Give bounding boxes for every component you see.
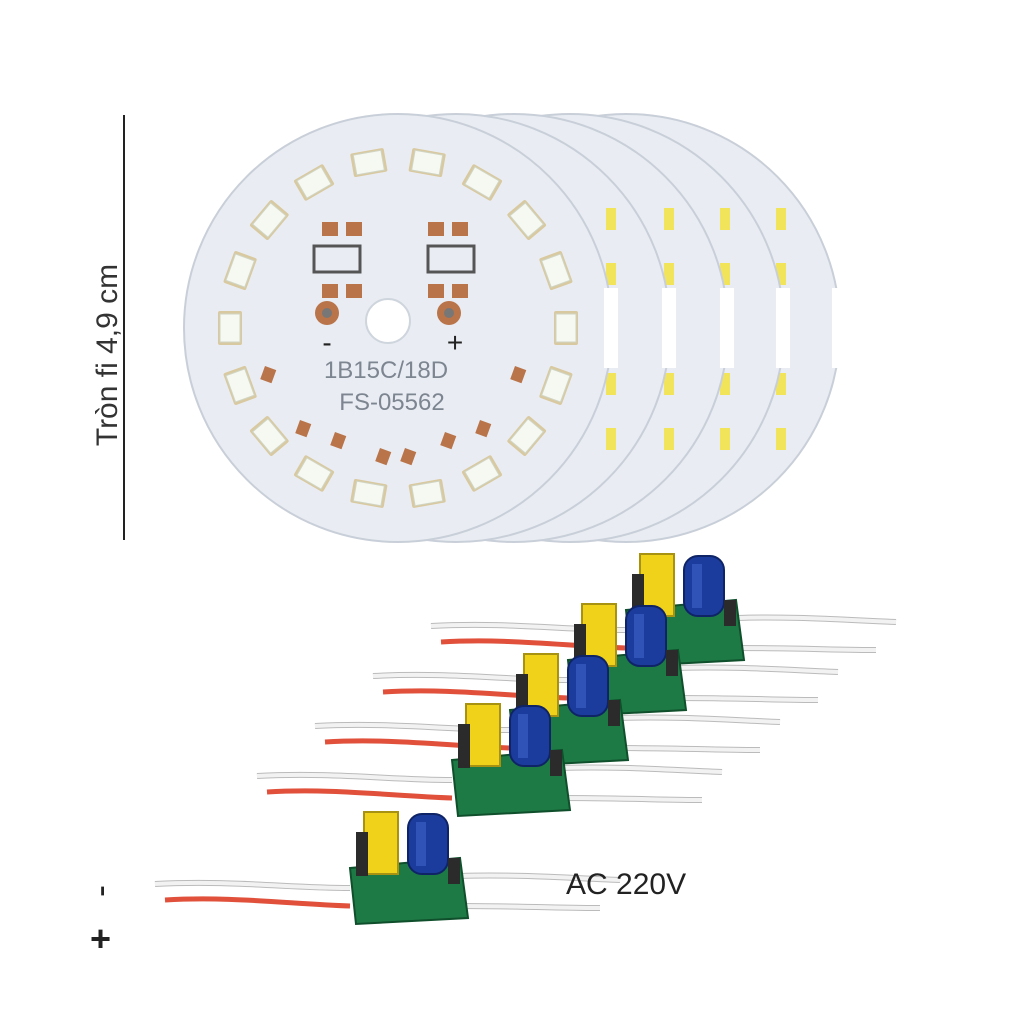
capacitor: [683, 555, 725, 617]
led-chip: [507, 416, 546, 456]
led-edge: [720, 428, 730, 450]
silkscreen-plus: +: [447, 327, 463, 358]
led-chip: [350, 148, 388, 178]
pad-outline: [312, 244, 362, 274]
copper-pad: [375, 448, 392, 466]
diameter-label: Tròn fi 4,9 cm: [91, 263, 124, 447]
led-board-front: 1B15C/18D FS-05562 - +: [183, 113, 618, 543]
led-edge: [720, 263, 730, 285]
capacitor: [407, 813, 449, 875]
copper-pad: [330, 432, 347, 450]
transformer: [465, 703, 501, 767]
copper-pad: [322, 222, 338, 236]
board-notch: [776, 288, 790, 368]
board-notch: [604, 288, 618, 368]
led-chip: [294, 164, 334, 201]
copper-pad: [428, 222, 444, 236]
led-chip: [554, 311, 578, 345]
copper-pad: [452, 284, 468, 298]
led-edge: [776, 373, 786, 395]
negative-polarity-label: -: [79, 885, 120, 897]
led-chip: [250, 200, 289, 240]
diode: [666, 650, 678, 676]
copper-pad: [440, 432, 457, 450]
led-chip: [294, 455, 334, 492]
led-chip: [539, 365, 573, 405]
led-chip: [223, 365, 257, 405]
wire-red-input: [164, 896, 351, 909]
copper-pad: [475, 420, 492, 438]
capacitor: [509, 705, 551, 767]
silkscreen-line2: FS-05562: [339, 389, 444, 416]
led-chip: [539, 251, 573, 291]
led-chip: [462, 164, 502, 201]
led-chip: [223, 251, 257, 291]
diode: [724, 600, 736, 626]
ac-voltage-label: AC 220V: [566, 868, 687, 901]
transformer: [363, 811, 399, 875]
capacitor: [567, 655, 609, 717]
led-edge: [606, 428, 616, 450]
copper-pad: [322, 284, 338, 298]
led-chip: [350, 478, 388, 508]
copper-pad: [428, 284, 444, 298]
led-edge: [720, 208, 730, 230]
copper-pad: [295, 420, 312, 438]
led-edge: [606, 373, 616, 395]
led-edge: [664, 208, 674, 230]
mounting-hole: [365, 298, 411, 344]
led-edge: [664, 428, 674, 450]
led-chip: [250, 416, 289, 456]
diode: [550, 750, 562, 776]
led-edge: [606, 208, 616, 230]
silkscreen-line1: 1B15C/18D: [324, 357, 448, 384]
driver-module: [430, 553, 897, 668]
driver-module: [154, 811, 621, 926]
capacitor: [625, 605, 667, 667]
copper-pad: [260, 366, 277, 384]
led-edge: [776, 208, 786, 230]
led-edge: [664, 263, 674, 285]
led-edge: [776, 263, 786, 285]
led-edge: [776, 428, 786, 450]
led-board-stack: 1B15C/18D FS-05562 - +: [183, 113, 846, 543]
led-chip: [408, 478, 446, 508]
board-notch: [662, 288, 676, 368]
driver-module: [256, 703, 723, 818]
led-edge: [606, 263, 616, 285]
board-notch: [720, 288, 734, 368]
pad-outline: [426, 244, 476, 274]
board-notch: [832, 288, 846, 368]
copper-pad: [452, 222, 468, 236]
copper-pad: [346, 284, 362, 298]
led-chip: [218, 311, 242, 345]
diode: [608, 700, 620, 726]
diode: [448, 858, 460, 884]
led-edge: [664, 373, 674, 395]
copper-pad: [346, 222, 362, 236]
led-chip: [408, 148, 446, 178]
copper-pad: [400, 448, 417, 466]
led-chip: [507, 200, 546, 240]
silkscreen-minus: -: [322, 327, 331, 358]
copper-pad: [510, 366, 527, 384]
wire-red-input: [266, 788, 453, 801]
led-chip: [462, 455, 502, 492]
positive-polarity-label: +: [90, 918, 112, 959]
driver-module-group: [154, 553, 897, 926]
led-edge: [720, 373, 730, 395]
